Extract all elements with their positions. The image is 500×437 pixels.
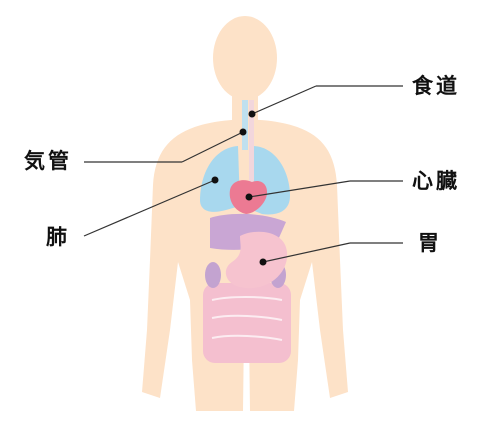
leader-lines [83, 85, 403, 263]
label-stomach: 胃 [418, 231, 442, 255]
kidney-right [205, 262, 221, 288]
dot-stomach [259, 258, 267, 266]
intestines [203, 283, 291, 363]
leader-lung [83, 179, 216, 237]
stomach-organ [225, 231, 288, 289]
leader-trachea [181, 131, 244, 163]
leader-esophagus [251, 85, 317, 115]
esophagus-tube [249, 100, 254, 200]
leader-stomach [262, 242, 351, 263]
head [213, 16, 277, 100]
label-esophagus: 食道 [412, 74, 460, 98]
label-trachea: 気管 [24, 149, 72, 173]
intestine-folds [211, 296, 283, 341]
dot-heart [245, 193, 253, 201]
intestine-area [203, 283, 291, 363]
marker-dots [211, 110, 267, 266]
dot-trachea [239, 128, 247, 136]
label-lung: 肺 [46, 225, 70, 249]
dot-lung [211, 176, 219, 184]
trachea-tube [242, 100, 248, 150]
leader-heart [248, 180, 351, 198]
label-heart: 心臓 [412, 169, 460, 193]
dot-esophagus [248, 110, 256, 118]
